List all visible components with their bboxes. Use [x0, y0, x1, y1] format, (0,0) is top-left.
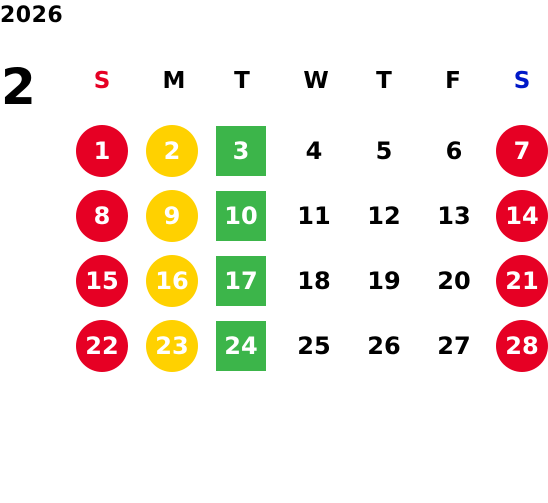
day-number: 17 [224, 267, 258, 295]
day-cell: 1 [72, 124, 132, 178]
day-cell: 16 [142, 254, 202, 308]
day-number: 14 [505, 202, 539, 230]
day-number: 18 [297, 267, 331, 295]
day-number: 11 [297, 202, 331, 230]
weekday-saturday: S [513, 68, 531, 94]
day-number: 7 [513, 137, 531, 165]
day-cell: 25 [284, 319, 344, 373]
day-number: 20 [437, 267, 471, 295]
day-number: 6 [445, 137, 463, 165]
day-cell: 19 [354, 254, 414, 308]
day-number: 19 [367, 267, 401, 295]
day-number: 15 [85, 267, 119, 295]
day-number: 26 [367, 332, 401, 360]
day-number: 21 [505, 267, 539, 295]
day-cell: 3 [211, 124, 271, 178]
year-label: 2026 [0, 3, 64, 28]
day-cell: 26 [354, 319, 414, 373]
day-cell: 10 [211, 189, 271, 243]
day-number: 22 [85, 332, 119, 360]
day-cell: 9 [142, 189, 202, 243]
day-cell: 28 [492, 319, 548, 373]
day-cell: 13 [424, 189, 484, 243]
day-cell: 21 [492, 254, 548, 308]
day-cell: 24 [211, 319, 271, 373]
day-number: 9 [163, 202, 181, 230]
weekday-monday: M [162, 68, 186, 94]
weekday-thursday: T [376, 68, 392, 94]
day-cell: 14 [492, 189, 548, 243]
day-number: 12 [367, 202, 401, 230]
day-number: 1 [93, 137, 111, 165]
day-number: 28 [505, 332, 539, 360]
day-number: 10 [224, 202, 258, 230]
day-number: 27 [437, 332, 471, 360]
day-number: 5 [375, 137, 393, 165]
day-number: 8 [93, 202, 111, 230]
day-cell: 12 [354, 189, 414, 243]
day-cell: 2 [142, 124, 202, 178]
day-cell: 15 [72, 254, 132, 308]
day-number: 4 [305, 137, 323, 165]
day-cell: 4 [284, 124, 344, 178]
day-number: 2 [163, 137, 181, 165]
day-number: 23 [155, 332, 189, 360]
month-number: 2 [1, 58, 36, 116]
day-cell: 5 [354, 124, 414, 178]
weekday-friday: F [445, 68, 461, 94]
weekday-sunday: S [93, 68, 111, 94]
day-cell: 7 [492, 124, 548, 178]
day-cell: 22 [72, 319, 132, 373]
day-number: 25 [297, 332, 331, 360]
day-cell: 23 [142, 319, 202, 373]
day-number: 3 [232, 137, 250, 165]
day-number: 16 [155, 267, 189, 295]
day-number: 24 [224, 332, 258, 360]
day-number: 13 [437, 202, 471, 230]
day-cell: 11 [284, 189, 344, 243]
day-cell: 20 [424, 254, 484, 308]
day-cell: 6 [424, 124, 484, 178]
weekday-wednesday: W [303, 68, 329, 94]
weekday-tuesday: T [234, 68, 250, 94]
day-cell: 8 [72, 189, 132, 243]
day-cell: 27 [424, 319, 484, 373]
day-cell: 17 [211, 254, 271, 308]
day-cell: 18 [284, 254, 344, 308]
